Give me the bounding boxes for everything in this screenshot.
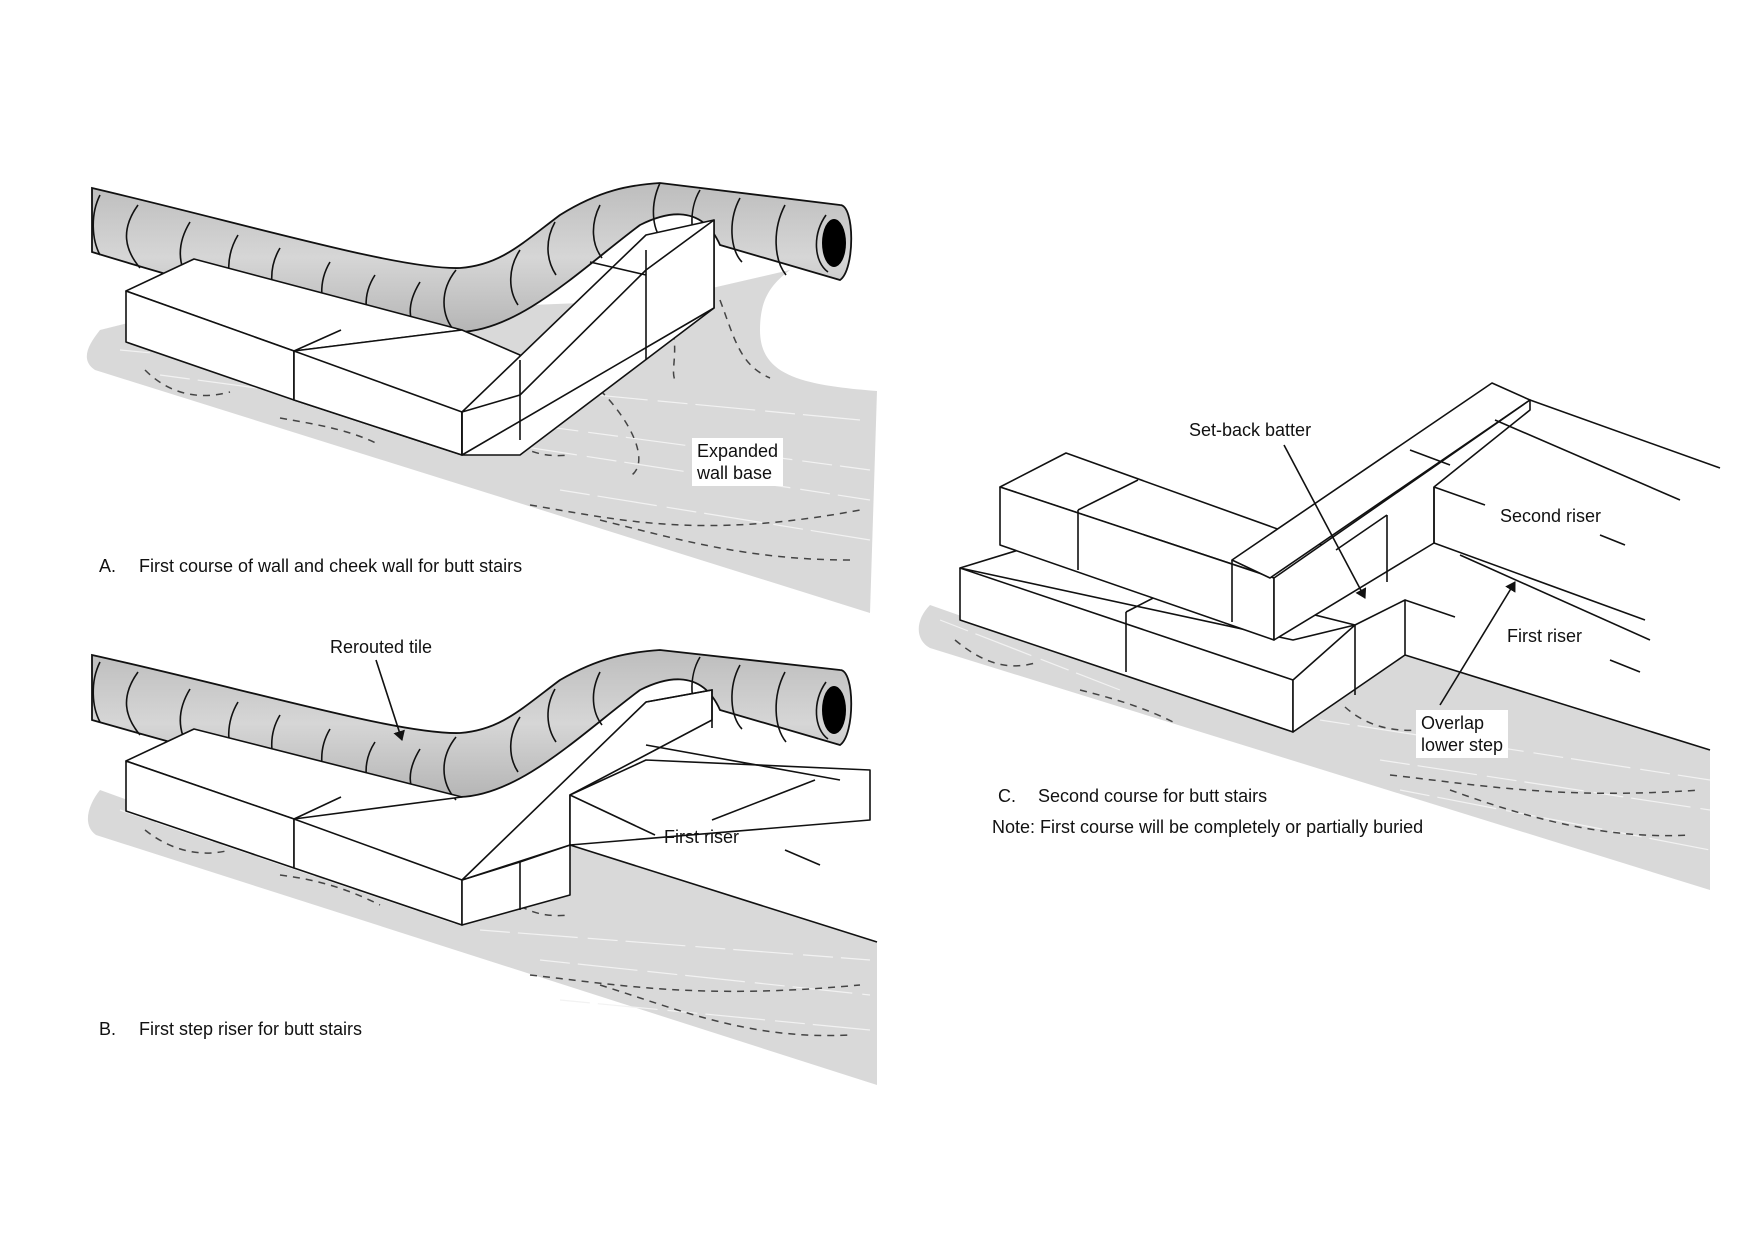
panel-c-set-back-arrow — [1283, 444, 1367, 599]
panel-c-overlap-lower-step-label: Overlap lower step — [1416, 710, 1509, 758]
panel-c-overlap-arrow — [1439, 581, 1516, 706]
panel-a-tile-opening — [822, 219, 846, 267]
panel-c-wall-blocks — [959, 382, 1721, 751]
panel-c-ground-streaks — [939, 619, 1711, 851]
panel-c-dashed-soil — [954, 639, 1701, 837]
panel-b-letter: B. — [99, 1019, 117, 1039]
panel-b-rerouted-tile-arrow — [375, 659, 405, 741]
panel-c-caption-text: Second course for butt stairs — [1038, 786, 1268, 806]
panel-a-drawing — [86, 182, 877, 613]
panel-b-caption-text: First step riser for butt stairs — [139, 1019, 363, 1039]
panel-c-letter: C. — [998, 786, 1016, 806]
panel-c-set-back-batter-label: Set-back batter — [1189, 420, 1312, 440]
panel-c-note: Note: First course will be completely or… — [992, 817, 1424, 837]
panel-b-wall-blocks — [125, 689, 878, 943]
overlap-label-line1: Overlap — [1421, 713, 1485, 733]
panel-c-second-riser-label: Second riser — [1500, 506, 1602, 526]
panel-b-first-riser-label: First riser — [664, 827, 739, 847]
panel-b-caption: B. First step riser for butt stairs — [99, 1018, 362, 1040]
panel-b-dashed-soil — [144, 829, 861, 1037]
panel-c-first-riser-label: First riser — [1507, 626, 1582, 646]
panel-c-caption: C. Second course for butt stairs — [998, 785, 1267, 807]
panel-c-drawing — [918, 382, 1721, 890]
panel-c-ground — [918, 605, 1710, 890]
panel-b-tile-opening — [822, 686, 846, 734]
panel-a-caption: A. First course of wall and cheek wall fo… — [99, 555, 522, 577]
panel-b-drawing — [87, 649, 878, 1085]
panel-a-expanded-wall-base-label: Expanded wall base — [692, 438, 784, 486]
panel-a-wall-blocks — [125, 219, 715, 456]
panel-a-letter: A. — [99, 556, 117, 576]
panel-b-rerouted-tile-label: Rerouted tile — [330, 637, 433, 657]
overlap-label-line2: lower step — [1421, 735, 1504, 755]
panel-a-dashed-soil — [144, 299, 861, 561]
expanded-label-line2: wall base — [697, 463, 773, 483]
expanded-label-line1: Expanded — [697, 441, 779, 461]
panel-a-caption-text: First course of wall and cheek wall for … — [139, 556, 523, 576]
